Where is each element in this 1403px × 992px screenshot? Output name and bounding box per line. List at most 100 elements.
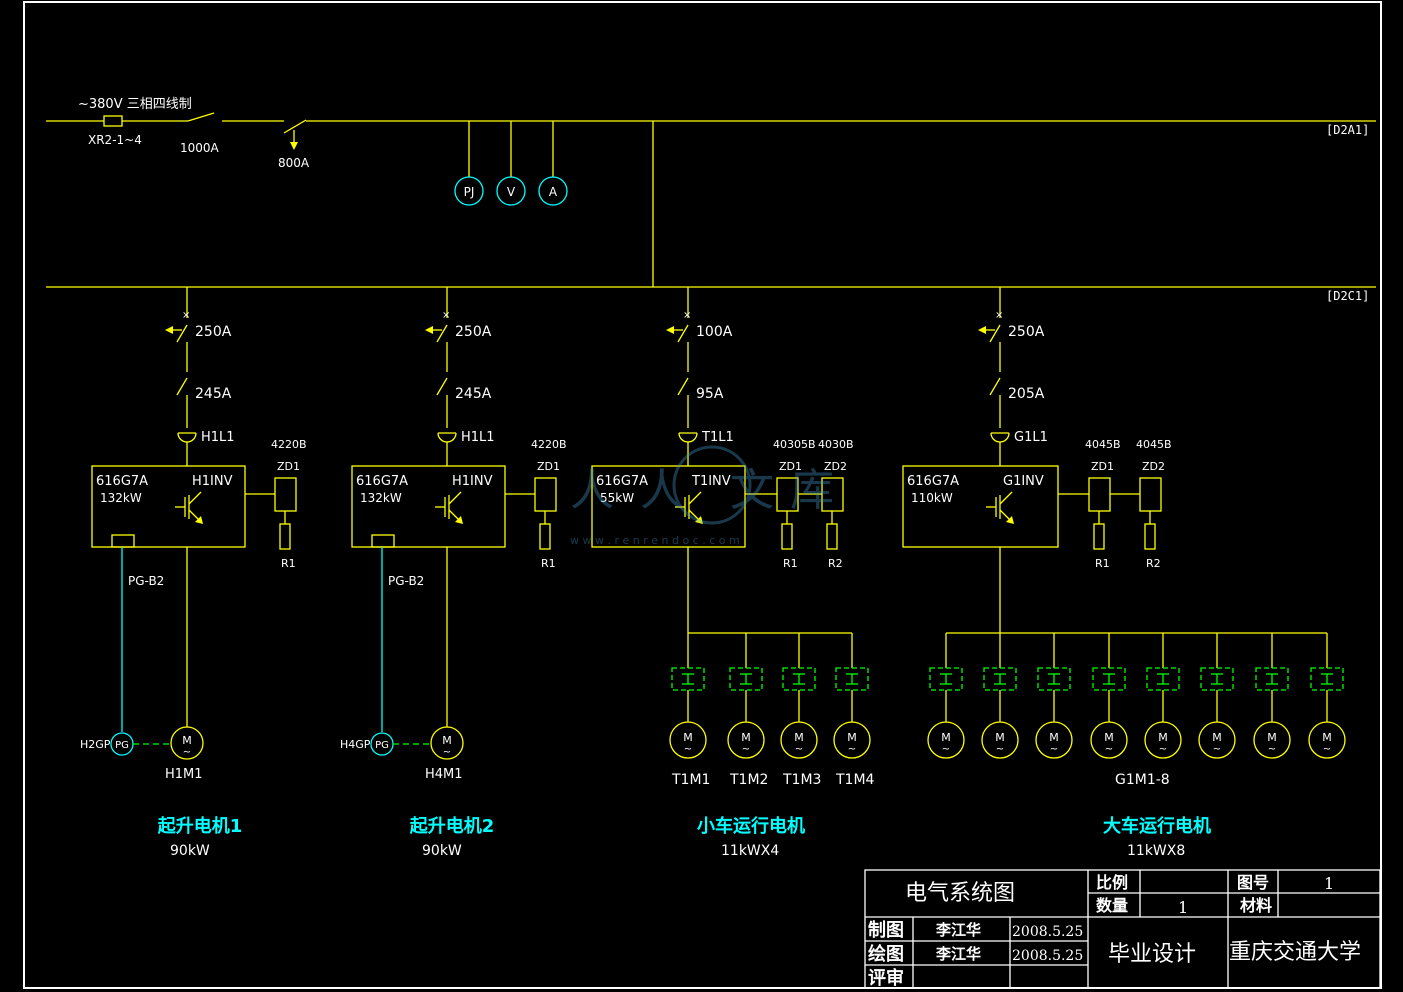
svg-text:×: × [995, 310, 1003, 321]
pg-label: PG [115, 740, 129, 751]
pg-cable-label: PG-B2 [128, 574, 164, 588]
branch-title: 起升电机2 [409, 815, 495, 837]
inverter-power: 55kW [600, 491, 634, 505]
svg-text:×: × [182, 310, 190, 321]
svg-text:~: ~ [183, 747, 191, 758]
brake-resistor [1144, 523, 1156, 550]
svg-text:×: × [442, 310, 450, 321]
inverter-box [351, 465, 506, 548]
brake-unit [1088, 477, 1111, 512]
brake-coil [729, 667, 763, 691]
motor-symbol: M [1049, 731, 1059, 744]
motor-icon [170, 726, 204, 760]
motor-symbol: M [941, 731, 951, 744]
title-block [864, 869, 1381, 989]
branch-power: 11kWX4 [721, 843, 779, 859]
motor-tag: T1M2 [729, 772, 768, 788]
pg-cable-label: PG-B2 [388, 574, 424, 588]
reactor-label: T1L1 [701, 430, 734, 445]
motor-tag: H4M1 [425, 767, 463, 782]
pg-tag: H2GP [80, 738, 111, 751]
inverter-box [91, 465, 246, 548]
brake-coil [782, 667, 816, 691]
breaker1-label: 250A [455, 324, 492, 340]
supply-section [46, 112, 1376, 288]
brake-model: 40305B [773, 438, 816, 451]
motor-icon [927, 721, 965, 759]
igbt-arrow-icon [195, 516, 203, 524]
motor-icon [1144, 721, 1182, 759]
material-label: 材料 [1240, 896, 1272, 915]
brake-resistor [539, 523, 551, 550]
drawn-name: 李江华 [935, 921, 981, 939]
motor-icon [1090, 721, 1128, 759]
pg-card [111, 534, 135, 548]
branch-circuits: ×250A245AH1L1616G7A132kWH1INV4220BZD1R1P… [80, 287, 1346, 859]
breaker-arrow-icon [978, 326, 986, 334]
motor-icon [981, 721, 1019, 759]
branch-3: ×100A95AT1L1616G7A55kWT1INV40305BZD1R140… [591, 287, 875, 859]
motor-tag: T1M1 [671, 772, 710, 788]
reactor-label: G1L1 [1014, 430, 1048, 445]
svg-text:库: 库 [790, 465, 834, 516]
motor-icon [1198, 721, 1236, 759]
reactor-icon [437, 432, 457, 443]
brake-model: 4220B [271, 438, 307, 451]
inverter-power: 110kW [911, 491, 953, 505]
terminal-label: XR2-1~4 [88, 133, 142, 147]
inverter-model: 616G7A [96, 474, 148, 489]
brake-coil [929, 667, 963, 691]
motor-symbol: M [794, 731, 804, 744]
motor-symbol: M [442, 734, 452, 747]
branch-power: 11kWX8 [1127, 843, 1185, 859]
svg-text:文: 文 [730, 465, 774, 516]
inverter-tag: T1INV [691, 474, 731, 489]
motor-icon [1035, 721, 1073, 759]
brake-coil [1200, 667, 1234, 691]
svg-text:~: ~ [1105, 744, 1113, 755]
branch-2: ×250A245AH1L1616G7A132kWH1INV4220BZD1R1P… [340, 287, 567, 859]
motor-icon [780, 721, 818, 759]
branch-power: 90kW [422, 843, 462, 859]
branch-1: ×250A245AH1L1616G7A132kWH1INV4220BZD1R1P… [80, 287, 307, 859]
pg-card [371, 534, 395, 548]
breaker2-label: 205A [1008, 386, 1045, 402]
reactor-icon [990, 432, 1010, 443]
drawing-frame [23, 1, 1382, 989]
svg-text:PJ: PJ [464, 185, 475, 199]
breaker-arrow-icon [425, 326, 433, 334]
brake-coil [671, 667, 705, 691]
brake-resistor [781, 523, 793, 550]
breaker-arrow-icon [290, 142, 298, 150]
motor-tag: T1M3 [782, 772, 821, 788]
qty-value: 1 [1178, 898, 1188, 917]
svg-text:~: ~ [942, 744, 950, 755]
motor-symbol: M [1267, 731, 1277, 744]
inverter-tag: H1INV [192, 474, 233, 489]
svg-text:~: ~ [1323, 744, 1331, 755]
brake-zd-label: ZD1 [1091, 460, 1114, 473]
svg-text:人: 人 [640, 465, 684, 516]
inverter-box [902, 465, 1059, 548]
branch-title: 大车运行电机 [1103, 815, 1211, 837]
motor-tag: T1M4 [835, 772, 875, 788]
brake-unit [534, 477, 557, 512]
branch-4: ×250A205AG1L1616G7A110kWG1INV4045BZD1R14… [902, 287, 1346, 859]
brake-resistor [279, 523, 291, 550]
motor-symbol: M [1322, 731, 1332, 744]
breaker1-label: 100A [696, 324, 733, 340]
motor-symbol: M [683, 731, 693, 744]
motor-symbol: M [995, 731, 1005, 744]
inverter-model: 616G7A [356, 474, 408, 489]
inverter-power: 132kW [100, 491, 142, 505]
breaker1-label: 250A [1008, 324, 1045, 340]
svg-text:~: ~ [443, 747, 451, 758]
branch-title: 起升电机1 [157, 815, 243, 837]
reactor-label: H1L1 [201, 430, 235, 445]
igbt-arrow-icon [695, 516, 703, 524]
brake-coil [983, 667, 1017, 691]
motor-symbol: M [1158, 731, 1168, 744]
meter-v: V [496, 176, 526, 206]
